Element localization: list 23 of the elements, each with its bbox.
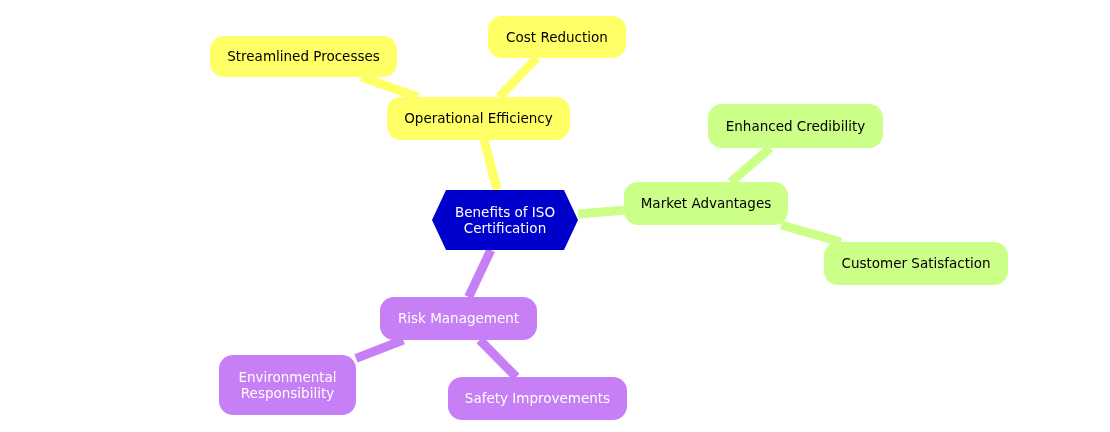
topic-label: Benefits of ISO Certification (454, 203, 556, 237)
topic-label: Customer Satisfaction (841, 255, 991, 272)
topic-box (488, 16, 626, 58)
topic-label: Cost Reduction (506, 28, 608, 46)
topic-label: Risk Management (397, 310, 520, 327)
connector-line (464, 248, 495, 299)
topic-box (708, 104, 883, 148)
topic-label: Enhanced Credibility (725, 117, 866, 135)
hexagon-node (432, 190, 578, 250)
topic-label: Environmental Responsibility (237, 368, 338, 402)
topic-label: Streamlined Processes (227, 48, 380, 65)
topic-box (219, 355, 356, 415)
topic-box (387, 97, 570, 140)
topic-box (448, 377, 627, 420)
topic-box (624, 182, 788, 225)
topic-box (210, 36, 397, 77)
topic-box (380, 297, 537, 340)
topic-label: Operational Efficiency (404, 110, 553, 127)
connector-line (479, 138, 502, 192)
topic-label: Safety Improvements (464, 390, 611, 407)
connector-line (577, 205, 625, 219)
topic-box (824, 242, 1008, 285)
topic-label: Market Advantages (640, 195, 772, 212)
